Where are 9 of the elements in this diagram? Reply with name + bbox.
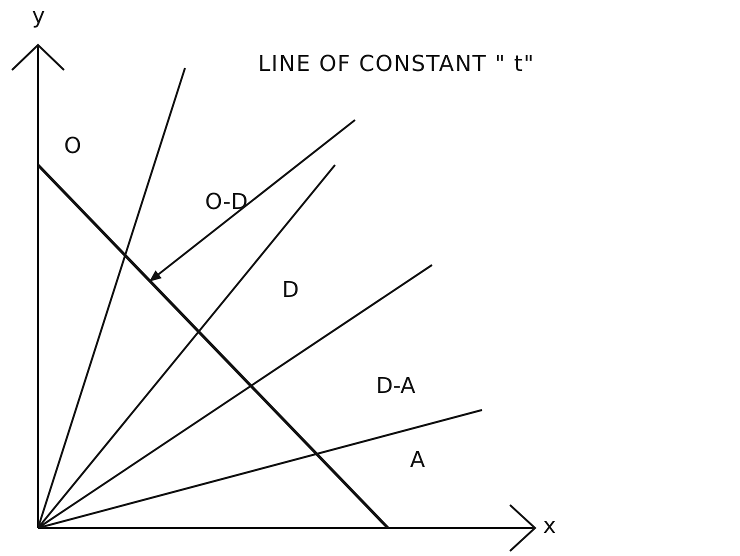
region-label: D	[282, 280, 299, 302]
region-label: D-A	[376, 376, 416, 398]
axis-label: x	[543, 516, 556, 538]
region-label: O-D	[205, 192, 248, 214]
line-label: LINE OF CONSTANT " t"	[258, 54, 535, 76]
leader-arrow	[149, 119, 356, 282]
region-label: O	[64, 136, 82, 158]
axis-label: y	[32, 6, 46, 28]
region-label: A	[410, 450, 426, 472]
